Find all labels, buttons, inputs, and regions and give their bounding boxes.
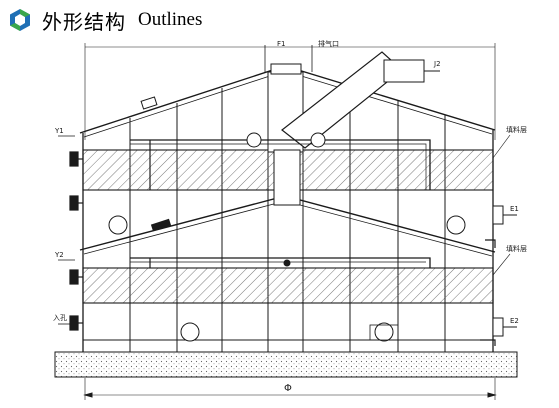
title-english: Outlines (138, 9, 203, 30)
label-y2: Y2 (54, 251, 64, 259)
label-f1: F1 (277, 40, 285, 48)
label-e2: E2 (510, 317, 519, 325)
label-y1: Y1 (54, 127, 64, 135)
tower-outline-drawing: F1 排气口 J2 Y1 Y2 入孔 E1 E2 填料层 填料层 Φ (53, 39, 527, 400)
label-exhaust: 排气口 (318, 39, 339, 48)
label-fill-upper: 填料层 (506, 125, 527, 134)
hexagon-logo-icon (10, 9, 30, 31)
label-e1: E1 (510, 205, 519, 213)
label-j2: J2 (433, 60, 441, 68)
label-fill-lower: 填料层 (506, 244, 527, 253)
foundation-slab (54, 351, 518, 378)
lower-fill-layer (82, 267, 494, 304)
label-inlet: 入孔 (53, 314, 67, 322)
label-diameter: Φ (284, 383, 292, 394)
title-chinese: 外形结构 (42, 9, 126, 34)
page-header: 外形结构 Outlines (8, 4, 202, 36)
